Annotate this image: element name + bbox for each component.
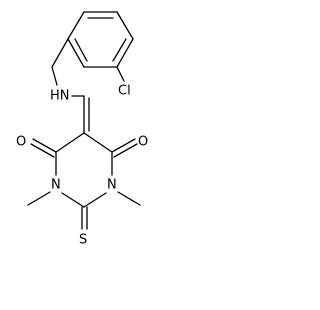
- pyrimidine-ring: [55, 132, 113, 208]
- oxygen-right-label: O: [138, 135, 148, 150]
- bond-c4-o: [32, 138, 57, 153]
- bond-ring-inner-3: [74, 38, 88, 62]
- bond-n-left-c2: [61, 192, 85, 208]
- bond-ring-cl: [116, 66, 125, 82]
- nitrogen-left-label: N: [51, 178, 61, 193]
- nh-label: HN: [50, 89, 70, 104]
- bond-ring-c: [116, 38, 134, 68]
- bond-ring-inner-2: [112, 38, 127, 62]
- bond-ch2-nh: [51, 66, 58, 86]
- bond-c6-o-second: [113, 143, 138, 158]
- bond-n-right-c2: [83, 192, 107, 208]
- bond-ring-ch2: [51, 38, 69, 68]
- oxygen-left-label: O: [16, 135, 26, 150]
- molecule-structure: Cl HN O O N N S: [16, 11, 148, 248]
- bond-ring-b: [116, 11, 134, 40]
- bond-c4-o-second: [30, 143, 55, 158]
- bond-ring-e: [67, 38, 85, 68]
- chlorine-label: Cl: [118, 84, 131, 99]
- bond-c5-c6: [83, 132, 113, 153]
- bond-c6-o: [111, 138, 136, 153]
- sulfur-label: S: [79, 233, 87, 248]
- nitrogen-right-label: N: [107, 178, 117, 193]
- bond-n-right-methyl: [117, 191, 141, 206]
- benzene-ring: [67, 11, 134, 68]
- bond-n-left-methyl: [27, 191, 51, 206]
- bond-c5-c4: [55, 132, 85, 153]
- bond-ring-f: [67, 11, 85, 40]
